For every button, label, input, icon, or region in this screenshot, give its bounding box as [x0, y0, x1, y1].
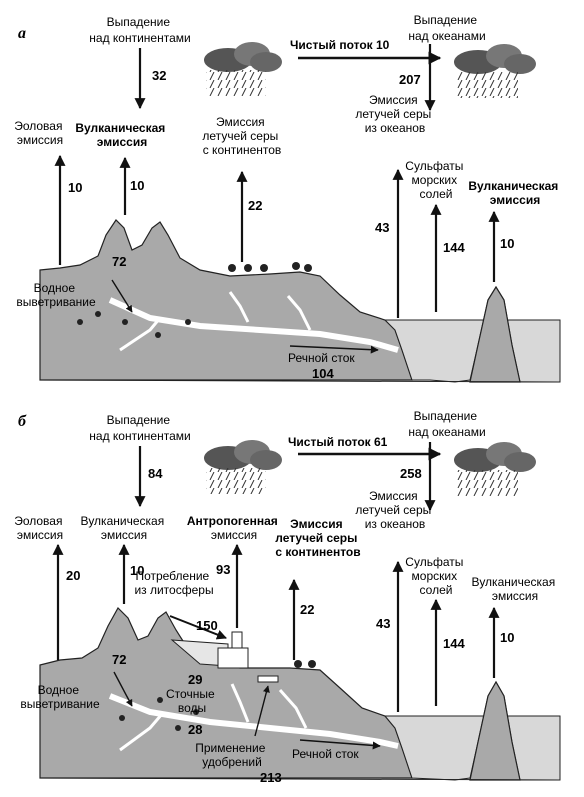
precip-continents-value: 32	[152, 68, 166, 83]
farm-field	[257, 675, 279, 683]
weathering-arrow	[113, 671, 133, 707]
sea-salt-label: Сульфаты морских солей	[405, 555, 466, 597]
volcanic-ocean-label: Вулканическая эмиссия	[471, 575, 558, 603]
weathering-value: 72	[112, 254, 126, 269]
river-value: 213	[260, 770, 282, 785]
trees	[119, 660, 316, 731]
volatile-continents-value: 22	[300, 602, 314, 617]
river-tributary	[119, 713, 164, 752]
lithosphere-arrow	[169, 615, 227, 640]
cloud-icon	[454, 442, 536, 496]
anthropogenic-value: 93	[216, 562, 230, 577]
panel-b: б	[14, 409, 561, 785]
river-tributary	[119, 317, 162, 352]
wastewater-value: 29	[188, 672, 202, 687]
river-value: 104	[312, 366, 334, 381]
anthropogenic-label: Антропогенная эмиссия	[187, 514, 281, 542]
aeolian-value: 10	[68, 180, 82, 195]
value-43: 43	[375, 220, 389, 235]
panel-a: а	[14, 13, 561, 383]
lithosphere-value: 150	[196, 618, 218, 633]
sea-salt-label: Сульфаты морских солей	[405, 159, 466, 201]
river-tributary	[286, 295, 312, 331]
value-43: 43	[376, 616, 390, 631]
volatile-continents-value: 22	[248, 198, 262, 213]
volcanic-land-value: 10	[130, 178, 144, 193]
net-flow-label: Чистый поток 10	[290, 38, 390, 52]
river-label: Речной сток	[292, 747, 359, 761]
volcanic-land-label: Вулканическая эмиссия	[75, 121, 168, 149]
ocean-volcano	[469, 680, 521, 781]
volatile-continents-label: Эмиссия летучей серы с континентов	[275, 517, 360, 559]
ocean-value: 258	[400, 466, 422, 481]
volatile-continents-label: Эмиссия летучей серы с континентов	[202, 115, 281, 157]
net-flow-label: Чистый поток 61	[288, 435, 388, 449]
wastewater-label: Сточные воды	[166, 687, 218, 715]
panel-letter: б	[18, 413, 27, 430]
cloud-icon	[454, 44, 536, 98]
river-tributary	[228, 291, 250, 323]
panel-letter: а	[18, 25, 26, 42]
aeolian-label: Эоловая эмиссия	[14, 119, 66, 147]
weathering-label: Водное выветривание	[20, 683, 100, 711]
precip-oceans-label: Выпадение над океанами	[408, 409, 485, 439]
factory-building	[217, 647, 249, 669]
river-tributary	[230, 683, 250, 723]
ocean-value: 207	[399, 72, 421, 87]
weathering-arrow	[111, 279, 133, 313]
fertilizer-value: 28	[188, 722, 202, 737]
river-flow-arrow	[289, 345, 379, 354]
ocean-emission-label: Эмиссия летучей серы из океанов	[355, 489, 434, 531]
volcanic-ocean-value: 10	[500, 236, 514, 251]
volcanic-land-label: Вулканическая эмиссия	[80, 514, 167, 542]
ocean-volcano	[469, 285, 521, 383]
ocean-emission-label: Эмиссия летучей серы из океанов	[355, 93, 434, 135]
volcanic-ocean-value: 10	[500, 630, 514, 645]
weathering-label: Водное выветривание	[16, 281, 96, 309]
aeolian-label: Эоловая эмиссия	[14, 514, 66, 542]
ground-line	[39, 777, 561, 781]
cloud-icon	[204, 42, 282, 96]
river-channel	[108, 297, 399, 353]
sea-salt-value: 144	[443, 636, 465, 651]
volcanic-land-value: 10	[130, 563, 144, 578]
ground-line	[39, 379, 561, 383]
lithosphere-label: Потребление из литосферы	[134, 569, 213, 597]
river-label: Речной сток	[288, 351, 355, 365]
river-flow-arrow	[299, 739, 381, 750]
fertilizer-arrow	[254, 685, 270, 737]
precip-continents-value: 84	[148, 466, 163, 481]
precip-oceans-label: Выпадение над океанами	[408, 13, 485, 43]
sea-salt-value: 144	[443, 240, 465, 255]
cloud-icon	[204, 440, 282, 494]
weathering-value: 72	[112, 652, 126, 667]
precip-continents-label: Выпадение над континентами	[89, 15, 190, 45]
precip-continents-label: Выпадение над континентами	[89, 413, 190, 443]
volcanic-ocean-label: Вулканическая эмиссия	[468, 179, 561, 207]
river-tributary	[278, 689, 308, 729]
aeolian-value: 20	[66, 568, 80, 583]
trees	[77, 262, 312, 338]
land-mass	[39, 219, 413, 381]
fertilizer-label: Применение удобрений	[195, 741, 269, 769]
